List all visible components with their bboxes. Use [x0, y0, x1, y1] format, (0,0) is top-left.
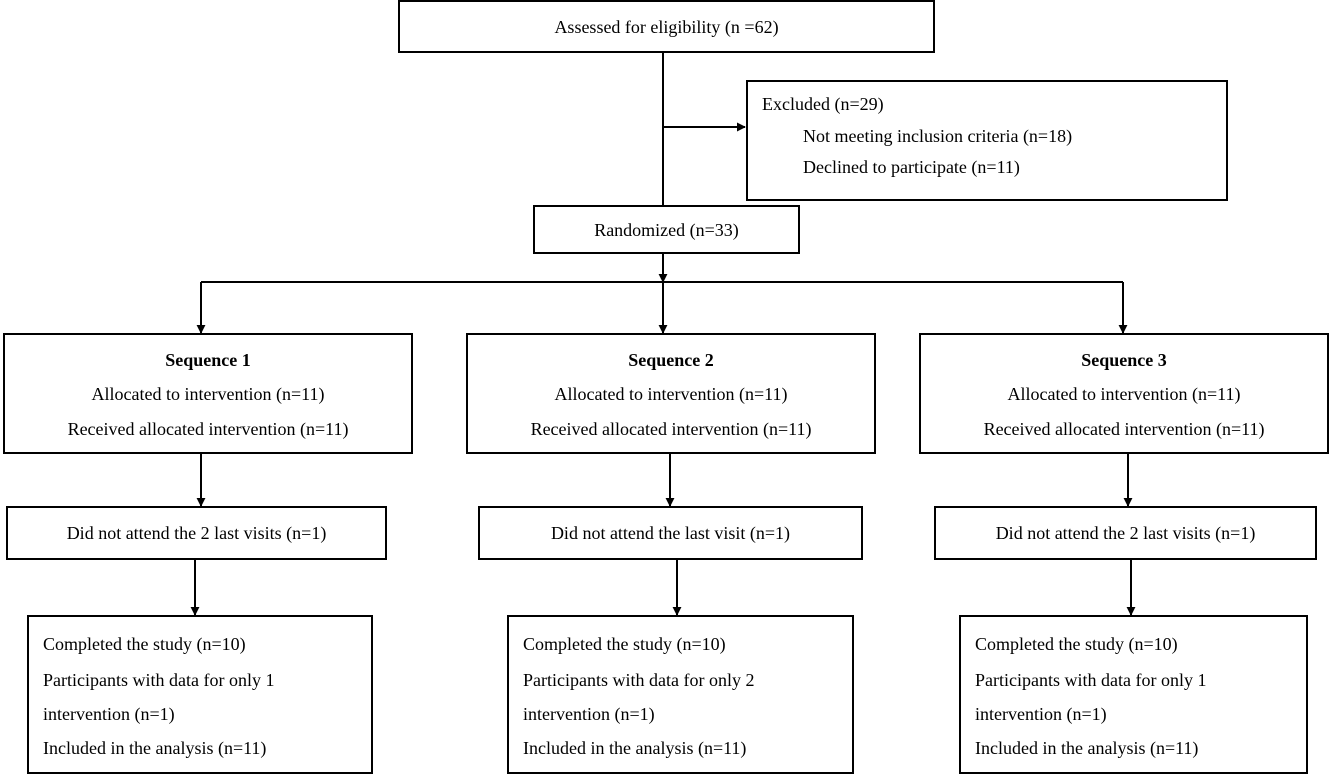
- sequence-3-box: Sequence 3 Allocated to intervention (n=…: [919, 333, 1329, 454]
- excluded-reason-2: Declined to participate (n=11): [803, 157, 1020, 177]
- completed-1-partial-2: intervention (n=1): [43, 704, 175, 724]
- sequence-2-box: Sequence 2 Allocated to intervention (n=…: [466, 333, 876, 454]
- sequence-2-title: Sequence 2: [628, 350, 714, 370]
- completed-3-partial-2: intervention (n=1): [975, 704, 1107, 724]
- dropout-3-box: Did not attend the 2 last visits (n=1): [934, 506, 1317, 560]
- completed-1-box: Completed the study (n=10) Participants …: [27, 615, 373, 774]
- completed-1-text: Completed the study (n=10): [43, 634, 246, 654]
- assessed-text: Assessed for eligibility (n =62): [554, 17, 779, 37]
- excluded-title: Excluded (n=29): [762, 94, 884, 114]
- excluded-box: Excluded (n=29) Not meeting inclusion cr…: [746, 80, 1228, 201]
- completed-2-partial-1: Participants with data for only 2: [523, 670, 755, 690]
- completed-3-box: Completed the study (n=10) Participants …: [959, 615, 1308, 774]
- sequence-2-received: Received allocated intervention (n=11): [530, 419, 812, 439]
- completed-2-analysis: Included in the analysis (n=11): [523, 738, 747, 758]
- sequence-1-title: Sequence 1: [165, 350, 251, 370]
- completed-2-box: Completed the study (n=10) Participants …: [507, 615, 854, 774]
- completed-3-text: Completed the study (n=10): [975, 634, 1178, 654]
- sequence-2-allocated: Allocated to intervention (n=11): [554, 384, 788, 404]
- completed-1-partial-1: Participants with data for only 1: [43, 670, 275, 690]
- assessed-box: Assessed for eligibility (n =62): [398, 0, 935, 53]
- completed-2-text: Completed the study (n=10): [523, 634, 726, 654]
- dropout-1-text: Did not attend the 2 last visits (n=1): [66, 523, 327, 543]
- sequence-1-allocated: Allocated to intervention (n=11): [91, 384, 325, 404]
- sequence-3-title: Sequence 3: [1081, 350, 1167, 370]
- completed-3-partial-1: Participants with data for only 1: [975, 670, 1207, 690]
- dropout-2-text: Did not attend the last visit (n=1): [550, 523, 791, 543]
- sequence-3-received: Received allocated intervention (n=11): [983, 419, 1265, 439]
- randomized-text: Randomized (n=33): [594, 220, 739, 240]
- completed-3-analysis: Included in the analysis (n=11): [975, 738, 1199, 758]
- excluded-reason-1: Not meeting inclusion criteria (n=18): [803, 126, 1073, 146]
- randomized-box: Randomized (n=33): [533, 205, 800, 254]
- completed-2-partial-2: intervention (n=1): [523, 704, 655, 724]
- completed-1-analysis: Included in the analysis (n=11): [43, 738, 267, 758]
- dropout-2-box: Did not attend the last visit (n=1): [478, 506, 863, 560]
- sequence-1-received: Received allocated intervention (n=11): [67, 419, 349, 439]
- dropout-1-box: Did not attend the 2 last visits (n=1): [6, 506, 387, 560]
- dropout-3-text: Did not attend the 2 last visits (n=1): [995, 523, 1256, 543]
- sequence-1-box: Sequence 1 Allocated to intervention (n=…: [3, 333, 413, 454]
- sequence-3-allocated: Allocated to intervention (n=11): [1007, 384, 1241, 404]
